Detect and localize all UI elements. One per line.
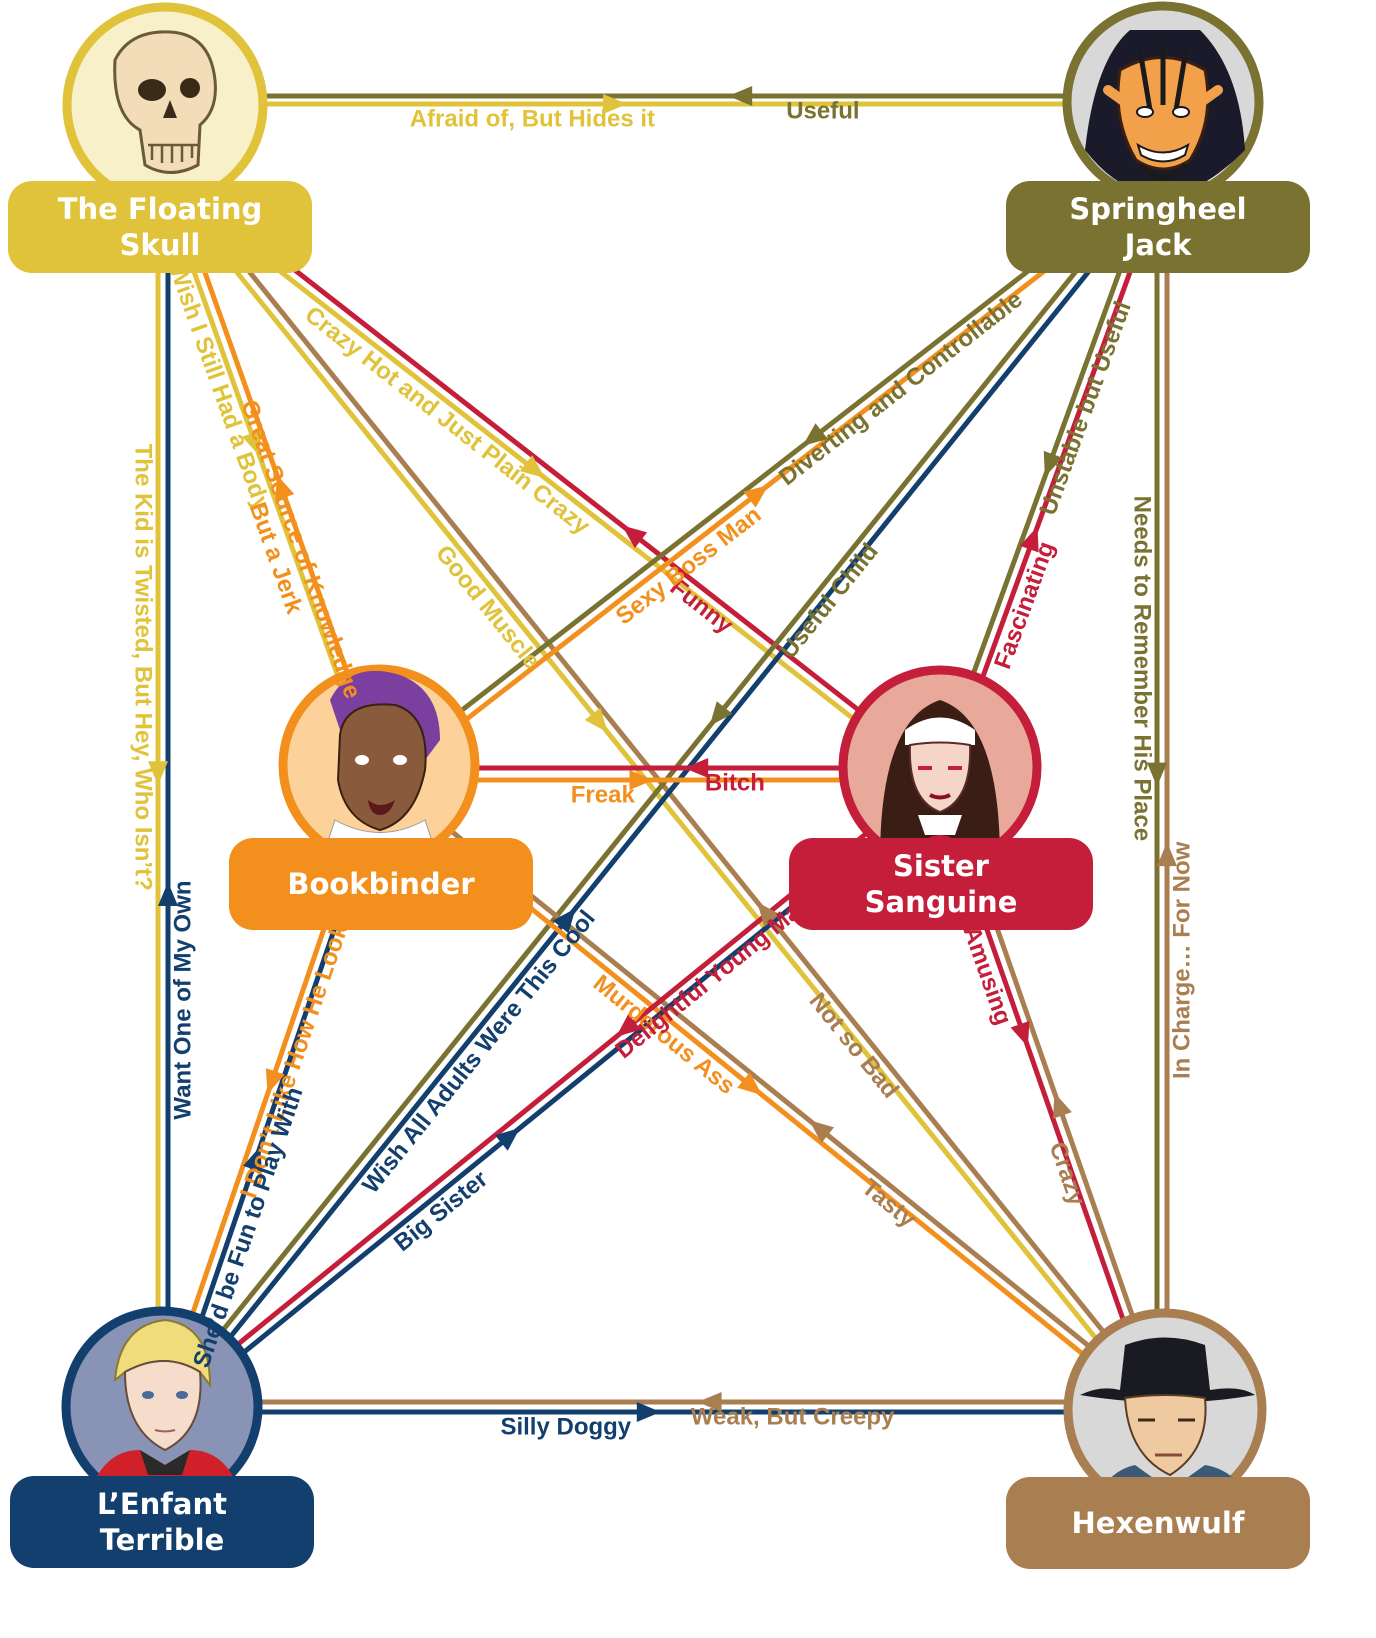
springheel-jack-name-line1: Springheel <box>1069 192 1247 226</box>
relation-label-lenfant-terrible-to-hexenwulf: Silly Doggy <box>500 1413 631 1440</box>
arrowhead <box>243 1146 262 1173</box>
arrowhead <box>757 901 780 927</box>
sister-sanguine-name-line1: Sister <box>893 849 989 883</box>
name-box-sister-sanguine[interactable]: Sister Sanguine <box>789 838 1093 930</box>
relation-label-sister-sanguine-to-bookbinder: Bitch <box>705 769 765 796</box>
relation-line-springheel-jack-to-lenfant-terrible <box>159 170 1159 1409</box>
relation-label-floating-skull-to-springheel-jack: Afraid of, But Hides it <box>410 105 655 132</box>
relation-line-floating-skull-to-sister-sanguine <box>160 176 939 786</box>
relation-label-lenfant-terrible-to-bookbinder: She’d be Fun to Play With <box>188 1084 309 1371</box>
arrowhead <box>148 761 168 786</box>
arrowhead <box>737 1072 763 1096</box>
arrowhead <box>275 474 295 501</box>
name-box-hexenwulf[interactable]: Hexenwulf <box>1006 1477 1310 1569</box>
arrowhead <box>802 423 828 446</box>
arrowhead <box>242 430 261 457</box>
relation-label-line1: Great Source of Knowledge <box>235 397 366 703</box>
arrowhead <box>1019 526 1039 553</box>
arrowhead <box>809 1120 835 1143</box>
portrait-sister-sanguine[interactable] <box>838 665 1042 869</box>
arrowhead <box>1147 762 1167 787</box>
portrait-hexenwulf[interactable] <box>1063 1308 1267 1512</box>
relation-label-springheel-jack-to-bookbinder: Diverting and Controllable <box>774 286 1028 491</box>
arrowhead <box>1052 1092 1072 1119</box>
name-box-bookbinder[interactable]: Bookbinder <box>229 838 533 930</box>
lenfant-terrible-name-line2: Terrible <box>99 1523 225 1557</box>
relation-line-lenfant-terrible-to-springheel-jack <box>166 176 1166 1415</box>
relation-label-lenfant-terrible-to-floating-skull: Want One of My Own <box>169 880 196 1119</box>
name-box-floating-skull[interactable]: The Floating Skull <box>8 181 312 273</box>
lenfant-terrible-name-line1: L’Enfant <box>97 1487 227 1521</box>
arrowhead <box>552 908 576 934</box>
arrowhead <box>603 94 628 114</box>
arrowhead <box>697 1392 722 1412</box>
relation-label-sister-sanguine-to-lenfant-terrible: Delightful Young Man <box>610 889 817 1064</box>
relation-label-bookbinder-to-sister-sanguine: Freak <box>571 781 636 808</box>
skull-icon <box>113 30 217 174</box>
arrowhead <box>636 1402 661 1422</box>
bookbinder-name-line1: Bookbinder <box>287 867 475 901</box>
blond-boy-icon <box>95 1318 235 1480</box>
arrowhead <box>743 484 769 508</box>
portrait-bookbinder[interactable] <box>278 664 480 866</box>
relation-line-floating-skull-to-hexenwulf <box>159 176 1159 1415</box>
floating-skull-name-line2: Skull <box>119 228 201 262</box>
arrowhead <box>1043 450 1063 477</box>
arrowhead <box>519 455 545 478</box>
relation-line-sister-sanguine-to-floating-skull <box>166 169 945 779</box>
relation-label-springheel-jack-to-lenfant-terrible: Useful Child <box>775 538 884 664</box>
name-box-springheel-jack[interactable]: Springheel Jack <box>1006 181 1310 273</box>
relation-label-floating-skull-to-lenfant-terrible: The Kid is Twisted, But Hey, Who Isn’t? <box>130 444 157 891</box>
sister-sanguine-name-line2: Sanguine <box>864 885 1018 919</box>
floating-skull-name-line1: The Floating <box>57 192 263 226</box>
relation-line-bookbinder-to-springheel-jack <box>381 176 1165 786</box>
relation-label-springheel-jack-to-floating-skull: Useful <box>786 97 859 124</box>
arrowhead <box>684 758 709 778</box>
relation-label-springheel-jack-to-hexenwulf: Needs to Remember His Place <box>1129 496 1156 841</box>
portrait-lenfant-terrible[interactable] <box>61 1306 263 1508</box>
portrait-springheel-jack[interactable] <box>1062 1 1264 203</box>
relation-label-springheel-jack-to-sister-sanguine: Unstable but Useful <box>1034 298 1136 519</box>
relation-label-hexenwulf-to-floating-skull: Not so Bad <box>804 988 904 1104</box>
relation-label-sister-sanguine-to-hexenwulf: Amusing <box>958 923 1017 1029</box>
arrowhead <box>1157 842 1177 867</box>
arrowhead <box>265 1068 285 1095</box>
arrowhead <box>495 1127 521 1151</box>
relation-label-floating-skull-to-sister-sanguine: Crazy Hot and Just Plain Crazy <box>300 301 596 540</box>
relation-label-lenfant-terrible-to-springheel-jack: Wish All Adults Were This Cool <box>357 905 601 1198</box>
arrowhead <box>709 701 733 727</box>
arrowhead <box>615 1014 641 1037</box>
arrowhead <box>728 86 753 106</box>
hexenwulf-name-line1: Hexenwulf <box>1071 1506 1245 1540</box>
portrait-floating-skull[interactable] <box>62 2 268 208</box>
relation-label-floating-skull-to-hexenwulf: Good Muscle <box>430 540 546 674</box>
relation-label-hexenwulf-to-lenfant-terrible: Weak, But Creepy <box>691 1403 895 1430</box>
springheel-jack-name-line2: Jack <box>1124 228 1192 262</box>
name-box-lenfant-terrible[interactable]: L’Enfant Terrible <box>10 1476 314 1568</box>
devil-face-icon <box>1085 30 1245 195</box>
arrowhead <box>158 882 178 906</box>
arrowhead <box>622 525 648 549</box>
relation-line-hexenwulf-to-floating-skull <box>166 170 1166 1409</box>
arrowhead <box>1010 1020 1030 1047</box>
relation-label-hexenwulf-to-springheel-jack: In Charge… For Now <box>1168 841 1195 1079</box>
arrowhead <box>584 707 608 733</box>
arrowhead <box>629 770 654 790</box>
